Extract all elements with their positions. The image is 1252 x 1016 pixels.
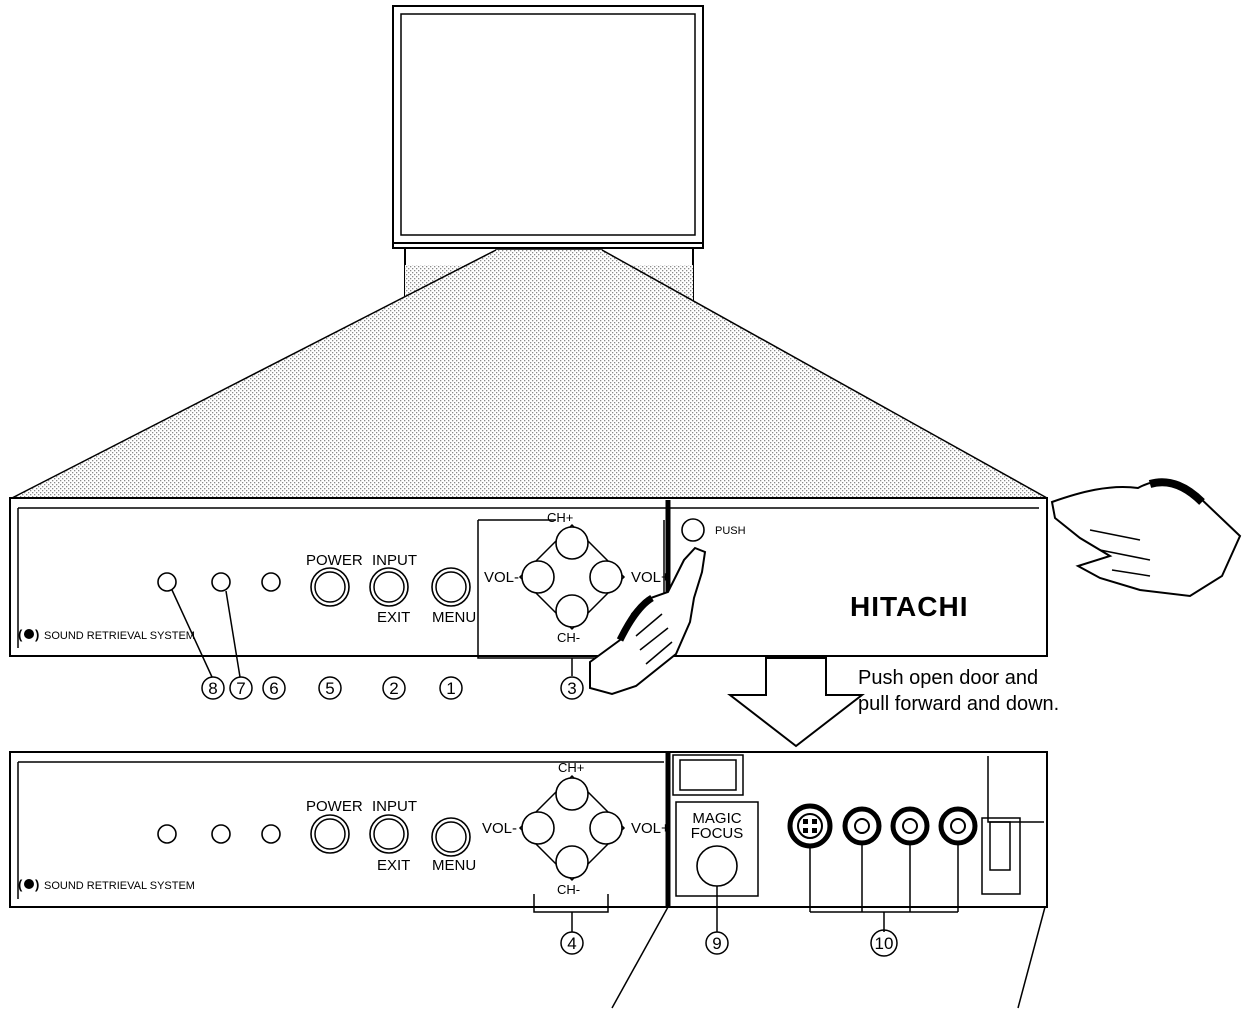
audio-left-jack-icon[interactable] [890, 806, 930, 846]
vol-plus-button[interactable] [589, 560, 623, 594]
control-panel-closed: ( ) SOUND RETRIEVAL SYSTEM POWER INPUT E… [9, 497, 1048, 659]
srs-logo: ( ) [18, 877, 39, 892]
s-video-jack-icon[interactable] [787, 803, 833, 849]
pulling-hand-icon [1050, 478, 1242, 598]
callout-1: 1 [439, 676, 463, 700]
input-exit-button[interactable] [369, 814, 409, 854]
menu-button[interactable] [431, 567, 471, 607]
svg-text:2: 2 [389, 679, 398, 698]
svg-text:8: 8 [208, 679, 217, 698]
indicator-7 [211, 572, 231, 592]
power-label: POWER [306, 552, 363, 569]
push-label: PUSH [715, 525, 746, 537]
zoom-projection [12, 250, 1047, 498]
svg-text:(: ( [18, 627, 23, 642]
exit-label: EXIT [377, 857, 410, 874]
instruction-line-1: Push open door and [858, 667, 1038, 689]
callout-7: 7 [229, 676, 253, 700]
vol-minus-label: VOL- [482, 820, 517, 837]
input-label: INPUT [372, 552, 417, 569]
indicator-8 [157, 572, 177, 592]
vol-minus-button[interactable] [521, 560, 555, 594]
magic-focus-label-1: MAGIC [692, 810, 741, 827]
magic-focus-label-2: FOCUS [691, 825, 744, 842]
indicator-7 [211, 824, 231, 844]
video-jack-icon[interactable] [842, 806, 882, 846]
srs-label: SOUND RETRIEVAL SYSTEM [44, 880, 195, 892]
svg-text:7: 7 [236, 679, 245, 698]
menu-label: MENU [432, 857, 476, 874]
vol-minus-button[interactable] [521, 811, 555, 845]
exit-label: EXIT [377, 609, 410, 626]
push-door-button[interactable] [681, 518, 705, 542]
svg-text:10: 10 [875, 934, 894, 953]
ch-minus-button[interactable] [555, 594, 589, 628]
audio-right-jack-icon[interactable] [938, 806, 978, 846]
power-label: POWER [306, 798, 363, 815]
ch-minus-button[interactable] [555, 845, 589, 879]
remote-sensor-6 [261, 572, 281, 592]
callout-8: 8 [201, 676, 225, 700]
power-button[interactable] [310, 567, 350, 607]
pointing-hand-icon [589, 546, 707, 696]
magic-focus-button[interactable] [696, 845, 738, 887]
indicator-8 [157, 824, 177, 844]
ch-plus-button[interactable] [555, 526, 589, 560]
ch-plus-label: CH+ [558, 760, 584, 775]
vol-plus-label: VOL+ [631, 569, 670, 586]
input-label: INPUT [372, 798, 417, 815]
callout-9: 9 [705, 931, 729, 955]
svg-text:4: 4 [567, 934, 576, 953]
remote-sensor-6 [261, 824, 281, 844]
srs-label: SOUND RETRIEVAL SYSTEM [44, 630, 195, 642]
callout-5: 5 [318, 676, 342, 700]
vol-minus-label: VOL- [484, 569, 519, 586]
svg-text:(: ( [18, 877, 23, 892]
door-hinge [981, 817, 1021, 895]
down-arrow-icon [727, 657, 865, 748]
power-button[interactable] [310, 814, 350, 854]
control-panel-open: ( ) SOUND RETRIEVAL SYSTEM POWER INPUT E… [9, 751, 1048, 908]
ch-vol-pad [518, 523, 626, 631]
ch-minus-label: CH- [557, 882, 580, 897]
menu-label: MENU [432, 609, 476, 626]
svg-text:1: 1 [446, 679, 455, 698]
ch-plus-label: CH+ [547, 510, 573, 525]
svg-text:9: 9 [712, 934, 721, 953]
svg-text:): ) [35, 877, 39, 892]
svg-text:3: 3 [567, 679, 576, 698]
callout-6: 6 [262, 676, 286, 700]
ch-vol-pad [518, 774, 626, 882]
menu-button[interactable] [431, 817, 471, 857]
input-exit-button[interactable] [369, 567, 409, 607]
callout-2: 2 [382, 676, 406, 700]
ch-minus-label: CH- [557, 630, 580, 645]
srs-logo: ( ) [18, 627, 39, 642]
callout-10: 10 [870, 929, 898, 957]
instruction-line-2: pull forward and down. [858, 693, 1059, 715]
vol-plus-button[interactable] [589, 811, 623, 845]
door-latch [672, 754, 744, 796]
svg-text:6: 6 [269, 679, 278, 698]
callout-4: 4 [560, 931, 584, 955]
svg-text:): ) [35, 627, 39, 642]
ch-plus-button[interactable] [555, 777, 589, 811]
svg-text:5: 5 [325, 679, 334, 698]
brand-logo: HITACHI [850, 591, 968, 622]
vol-plus-label: VOL+ [631, 820, 670, 837]
callout-3: 3 [560, 676, 584, 700]
